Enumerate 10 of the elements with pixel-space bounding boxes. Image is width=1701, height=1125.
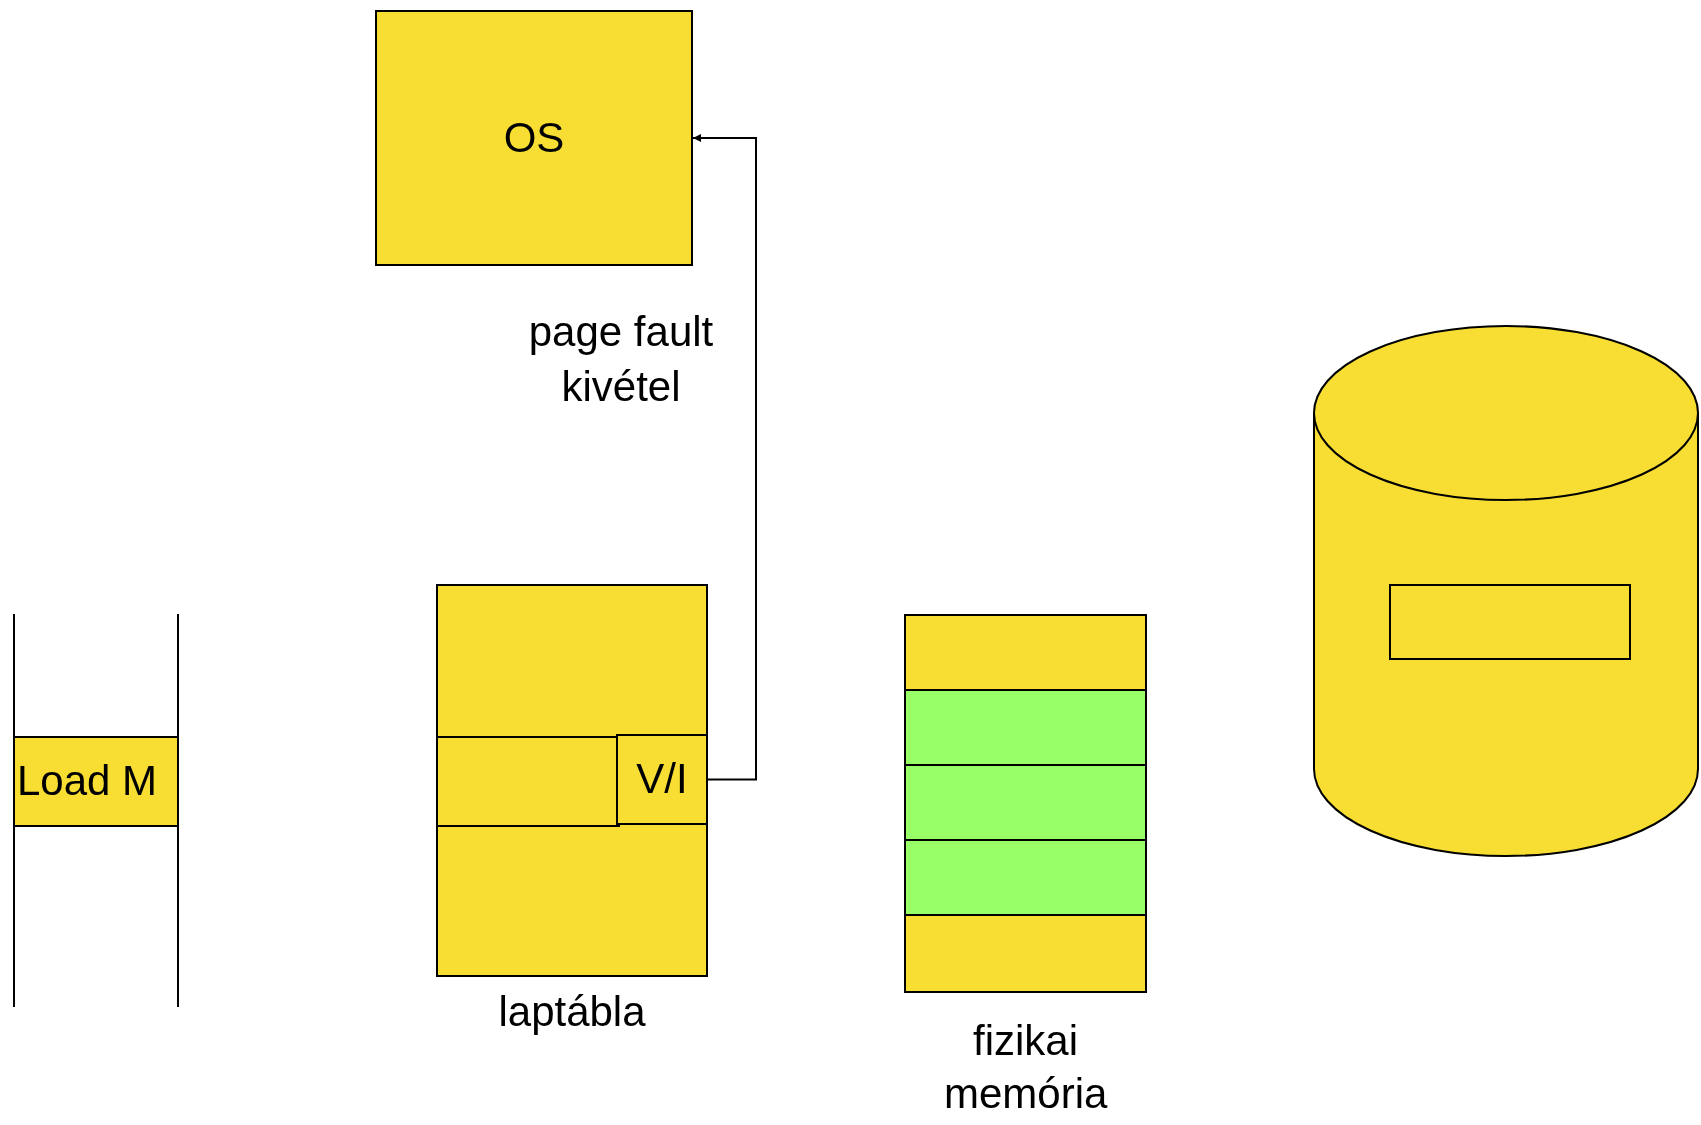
box: OS (375, 10, 693, 266)
box (1389, 584, 1631, 660)
page-table (436, 584, 708, 977)
arrow (692, 134, 757, 781)
node-label: fizikai memória (944, 1016, 1107, 1119)
edge-label: page fault kivétel (527, 307, 715, 412)
box: Load M (13, 736, 179, 827)
physical-memory (904, 614, 1147, 993)
table-cell: V/I (616, 734, 708, 825)
node-label: laptábla (497, 987, 647, 1037)
